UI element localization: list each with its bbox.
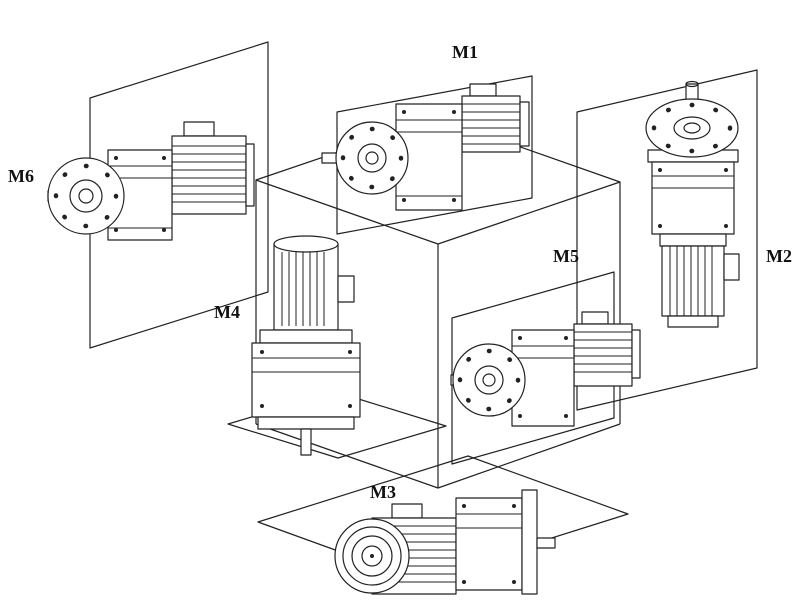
m2-gearbox (651, 161, 735, 235)
m6-flange-ring (69, 179, 103, 213)
m6-motor-endcap (245, 143, 255, 207)
m6-flange (47, 157, 125, 235)
m6-terminal-box (183, 121, 215, 137)
gearmotor-m4 (251, 235, 361, 456)
label-m6: M6 (8, 166, 34, 186)
gearmotor-m6 (47, 121, 255, 241)
label-m2: M2 (766, 246, 792, 266)
mounting-plane-m1 (336, 75, 533, 235)
m5-flange (452, 343, 526, 417)
m4-terminal-box (337, 275, 355, 303)
m5-motor-fins (574, 331, 632, 373)
label-m4: M4 (214, 302, 240, 322)
m5-motor-endcap (631, 329, 641, 379)
m3-gearbox-ribs (456, 513, 522, 529)
m5-motor-body (573, 323, 633, 387)
m1-gearbox-bolts (402, 110, 456, 202)
m1-terminal-box (469, 83, 497, 97)
gearmotor-m5 (450, 311, 641, 427)
m4-flange-plate (259, 329, 353, 344)
label-m5: M5 (553, 246, 579, 266)
m2-shaft-bore (683, 122, 701, 134)
m2-motor-body (661, 245, 725, 317)
m3-fan-ring-inner (361, 545, 383, 567)
m5-shaft-bore (482, 373, 496, 387)
m5-gearbox-ribs (512, 345, 574, 359)
gearmotor-m2 (645, 80, 740, 328)
m2-flange-bolts (651, 102, 733, 154)
m3-shaft (536, 537, 556, 549)
m3-flange-plate (521, 489, 538, 595)
m2-terminal-box (723, 253, 740, 281)
m2-shaft-cap (685, 80, 699, 88)
m1-shaft-bore (365, 151, 379, 165)
mounting-plane-m6 (89, 41, 269, 349)
m1-motor-fins (462, 103, 520, 145)
m1-flange-ring (357, 143, 387, 173)
gearmotor-m3 (334, 489, 556, 595)
m1-motor-body (461, 95, 521, 153)
m6-shaft-bore (78, 188, 94, 204)
m2-gearbox-ribs (652, 175, 734, 189)
m5-terminal-box (581, 311, 609, 325)
m4-gearbox-ribs (252, 357, 360, 373)
m4-motor-cap (273, 235, 339, 253)
m1-gearbox-ribs (396, 119, 462, 197)
m4-motor-fins (281, 252, 325, 326)
m3-motor-fins (372, 525, 456, 583)
m1-motor-endcap (519, 101, 530, 147)
m2-motor-fins (669, 246, 713, 316)
label-m3: M3 (370, 482, 396, 502)
m3-gearbox-bolts (462, 504, 516, 584)
m5-flange-ring (474, 365, 504, 395)
m2-motor-endcap (667, 315, 719, 328)
m5-gearbox-bolts (518, 336, 568, 418)
cube-bottom-edges (255, 423, 621, 489)
m3-fan-ring-mid (351, 535, 393, 577)
m4-gearbox (251, 342, 361, 418)
m6-motor-fins (172, 145, 246, 203)
m3-gearbox (455, 497, 523, 591)
label-m1: M1 (452, 42, 478, 62)
m5-flange-bolts (457, 348, 521, 412)
m2-flange-ring (673, 116, 711, 140)
m3-fan-ring-outer (342, 526, 402, 586)
m1-flange (335, 121, 409, 195)
m4-bottom-plate (257, 416, 355, 430)
m6-gearbox-bolts (114, 156, 166, 232)
m1-flange-bolts (340, 126, 404, 190)
m4-motor-body (273, 243, 339, 331)
m3-terminal-box (391, 503, 423, 519)
m4-gearbox-bolts (260, 350, 352, 408)
m2-gearbox-bolts (658, 168, 728, 228)
mounting-plane-m5 (451, 271, 615, 465)
m6-flange-bolts (53, 163, 119, 229)
m2-flange (645, 98, 739, 158)
m4-shaft (300, 428, 312, 456)
gearmotor-m1 (321, 83, 530, 211)
m2-adapter (659, 233, 727, 247)
